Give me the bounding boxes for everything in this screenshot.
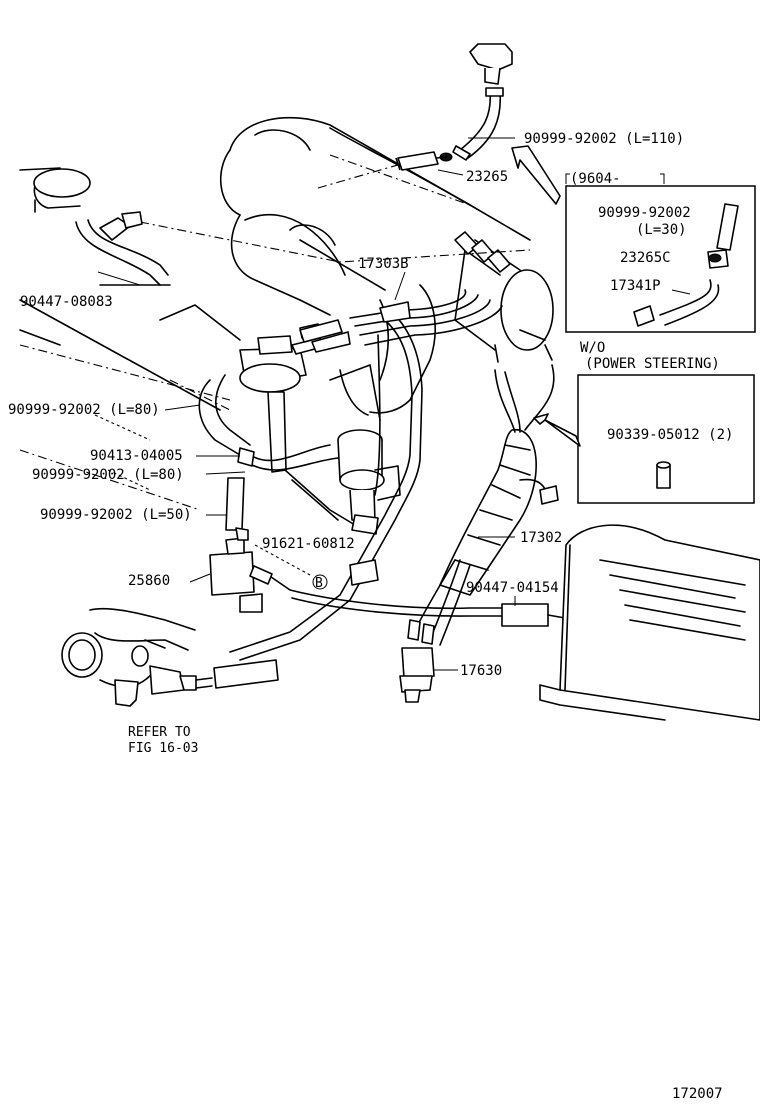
inset-9604-vsv-label: 23265C (620, 250, 671, 266)
inset-9604 (565, 173, 756, 333)
label-hose-l80-upper: 90999-92002 (L=80) (8, 402, 160, 418)
inset-9604-hose-length: (L=30) (636, 222, 687, 238)
intake-manifold (19, 116, 554, 421)
cylinder-head (539, 524, 760, 721)
label-hose-04154: 90447-04154 (466, 580, 559, 596)
inset-wo-header-line1: W/O (580, 340, 605, 356)
label-bolt-marker: B (315, 576, 323, 591)
figure-number: 172007 (672, 1086, 723, 1102)
label-valve-17630: 17630 (460, 663, 502, 679)
thermo-sensor (61, 607, 213, 707)
inset-9604-hose-label: 90999-92002 (598, 205, 691, 221)
vsv-25860 (209, 527, 328, 613)
valve-17630 (399, 647, 435, 703)
label-hose-l80-lower: 90999-92002 (L=80) (32, 467, 184, 483)
inset-9604-pipe-label: 17341P (610, 278, 661, 294)
label-clip-04005: 90413-04005 (90, 448, 183, 464)
inset-wo-plug-label: 90339-05012 (2) (607, 427, 733, 443)
label-tube-17303b: 17303B (358, 256, 409, 272)
top-vsv-assembly (395, 43, 561, 205)
label-bolt-60812: 91621-60812 (262, 536, 355, 552)
label-hose-l110: 90999-92002 (L=110) (524, 131, 684, 147)
inset-wo (533, 374, 755, 504)
label-vsv-23265: 23265 (466, 169, 508, 185)
wires (213, 289, 566, 689)
callout-lines (97, 137, 516, 671)
label-refer-line2: FIG 16-03 (128, 741, 198, 756)
harness-cover-17302 (439, 364, 559, 596)
label-refer-line1: REFER TO (128, 725, 191, 740)
label-vsv-25860: 25860 (128, 573, 170, 589)
left-hose-assembly (19, 167, 171, 286)
inset-wo-header-line2: (POWER STEERING) (585, 356, 720, 372)
label-hose-08083: 90447-08083 (20, 294, 113, 310)
center-valve-assembly (198, 323, 401, 535)
label-hose-l50: 90999-92002 (L=50) (40, 507, 192, 523)
label-cover-17302: 17302 (520, 530, 562, 546)
inset-9604-header: (9604- (570, 171, 621, 187)
